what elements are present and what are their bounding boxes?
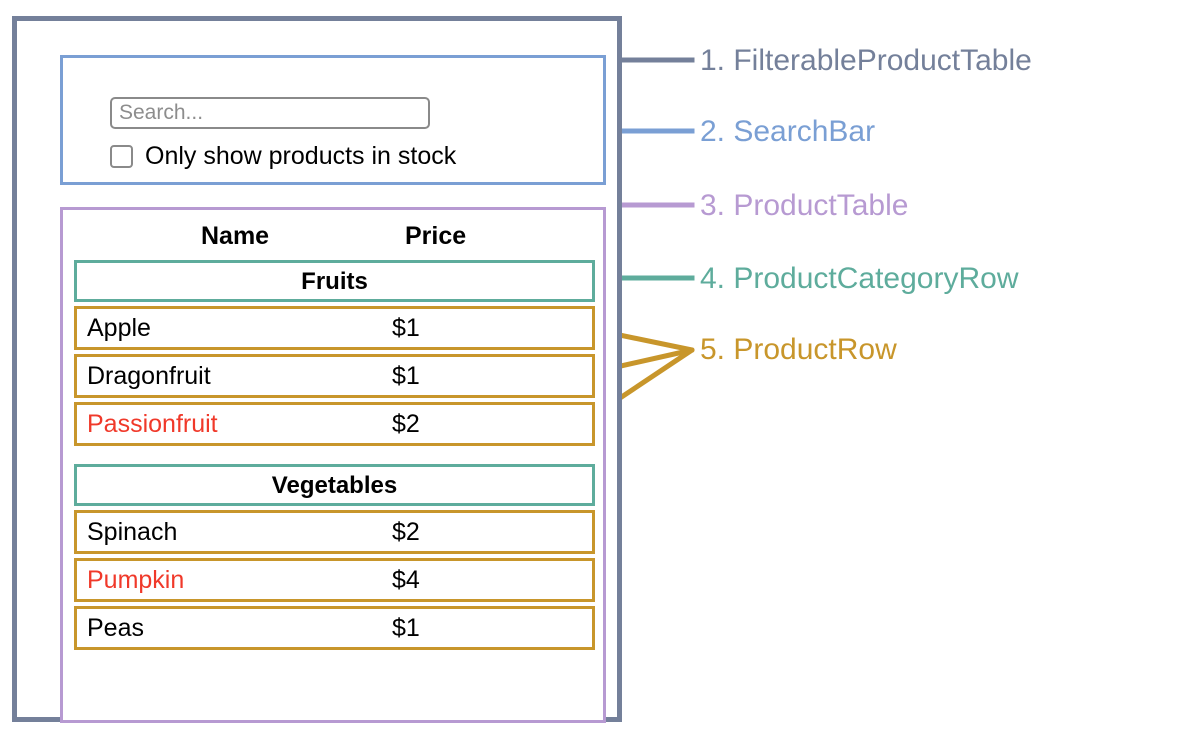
filterable-product-table: Only show products in stock Name Price F…	[12, 16, 622, 723]
annotation-label-product-category-row: 4. ProductCategoryRow	[700, 262, 1019, 295]
product-table: Name Price Fruits Apple $1 Dragonfruit $…	[60, 207, 606, 723]
product-row-spinach: Spinach $2	[74, 510, 595, 554]
product-price: $4	[392, 566, 420, 594]
column-header-name: Name	[201, 222, 270, 250]
section-spacer	[74, 450, 595, 464]
product-price: $1	[392, 314, 420, 342]
product-price: $2	[392, 410, 420, 438]
product-category-row-vegetables: Vegetables	[74, 464, 595, 506]
product-name: Peas	[87, 614, 144, 642]
annotation-label-product-row: 5. ProductRow	[700, 333, 897, 366]
category-label: Fruits	[301, 268, 368, 295]
annotation-label-filterable-product-table: 1. FilterableProductTable	[700, 44, 1032, 77]
product-category-row-fruits: Fruits	[74, 260, 595, 302]
search-input[interactable]	[110, 97, 430, 129]
product-name: Dragonfruit	[87, 362, 211, 390]
product-price: $2	[392, 518, 420, 546]
product-name: Passionfruit	[87, 410, 218, 438]
product-name: Apple	[87, 314, 151, 342]
product-name: Spinach	[87, 518, 178, 546]
product-row-apple: Apple $1	[74, 306, 595, 350]
product-row-passionfruit: Passionfruit $2	[74, 402, 595, 446]
product-name: Pumpkin	[87, 566, 185, 594]
product-table-header-row: Name Price	[74, 218, 595, 260]
product-table-inner: Name Price Fruits Apple $1 Dragonfruit $…	[74, 218, 595, 654]
product-row-dragonfruit: Dragonfruit $1	[74, 354, 595, 398]
product-row-pumpkin: Pumpkin $4	[74, 558, 595, 602]
annotation-label-product-table: 3. ProductTable	[700, 189, 909, 222]
annotation-label-search-bar: 2. SearchBar	[700, 115, 876, 148]
product-row-peas: Peas $1	[74, 606, 595, 650]
product-price: $1	[392, 614, 420, 642]
in-stock-checkbox-label: Only show products in stock	[145, 142, 457, 170]
search-bar: Only show products in stock	[60, 55, 606, 185]
column-header-price: Price	[405, 222, 467, 250]
in-stock-checkbox[interactable]	[110, 145, 133, 168]
in-stock-filter[interactable]: Only show products in stock	[110, 144, 456, 169]
category-label: Vegetables	[271, 472, 398, 499]
product-price: $1	[392, 362, 420, 390]
